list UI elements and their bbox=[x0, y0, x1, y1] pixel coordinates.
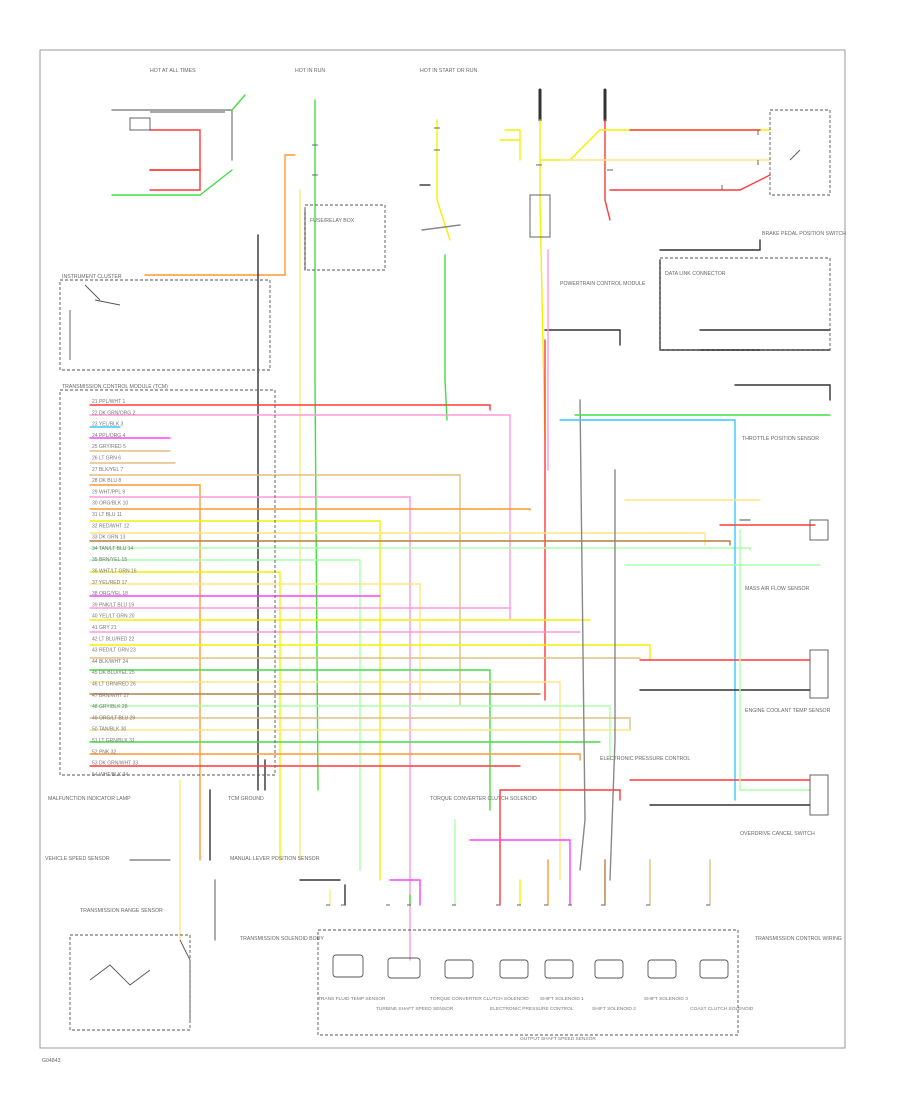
vss-note-label: VEHICLE SPEED SENSOR bbox=[45, 856, 110, 862]
right-connector-b bbox=[809, 774, 829, 816]
connector-ticks bbox=[312, 127, 759, 906]
tcm-pin-label: 36 WHT/LT GRN 16 bbox=[92, 569, 137, 575]
tft-sensor-label: TRANS FLUID TEMP SENSOR bbox=[318, 996, 386, 1002]
tcm-pin-label: 27 BLK/YEL 7 bbox=[92, 467, 123, 473]
tcm-pin-label: 51 LT GRN/BLK 31 bbox=[92, 738, 135, 744]
mil-note-label: MALFUNCTION INDICATOR LAMP bbox=[48, 796, 131, 802]
diagram-frame bbox=[39, 49, 846, 1049]
relay-box bbox=[304, 204, 386, 271]
mlps-note-label: MANUAL LEVER POSITION SENSOR bbox=[230, 856, 320, 862]
tcm-block bbox=[59, 389, 276, 776]
shift-sol-a-label: SHIFT SOLENOID 1 bbox=[540, 996, 584, 1002]
data-link-label: DATA LINK CONNECTOR bbox=[665, 271, 726, 277]
tcm-pin-labels: 21 PPL/WHT 1 22 DK GRN/ORG 2 23 YEL/BLK 3 2… bbox=[92, 399, 138, 778]
tcm-gnd-label: TCM GROUND bbox=[228, 796, 264, 802]
tcm-pin-label: 41 GRY 21 bbox=[92, 625, 117, 631]
maf-sensor-label: MASS AIR FLOW SENSOR bbox=[745, 586, 810, 592]
legend-text: TRANSMISSION CONTROL WIRING bbox=[755, 936, 842, 942]
lamp-box bbox=[129, 117, 151, 131]
tcm-pin-label: 53 DK GRN/WHT 33 bbox=[92, 761, 138, 767]
tcm-pin-label: 43 RED/LT GRN 23 bbox=[92, 648, 136, 654]
hot-in-run-label: HOT IN RUN bbox=[295, 68, 325, 74]
brake-switch-label: BRAKE PEDAL POSITION SWITCH bbox=[762, 231, 846, 237]
right-connector-c bbox=[809, 519, 829, 541]
tcm-pin-label: 48 GRY/BLK 28 bbox=[92, 704, 128, 710]
tcm-pin-label: 54 WHT/BLK 34 bbox=[92, 772, 128, 778]
tcm-pin-label: 30 ORG/BLK 10 bbox=[92, 501, 128, 507]
tcm-pin-label: 38 ORG/YEL 18 bbox=[92, 591, 128, 597]
tp-sensor-label: THROTTLE POSITION SENSOR bbox=[742, 436, 819, 442]
right-module bbox=[659, 257, 831, 351]
tcm-pin-label: 44 BLK/WHT 24 bbox=[92, 659, 128, 665]
solenoid-body-box bbox=[317, 929, 739, 1036]
shift-sol-c-label: SHIFT SOLENOID 3 bbox=[644, 996, 688, 1002]
ect-sensor-label: ENGINE COOLANT TEMP SENSOR bbox=[745, 708, 831, 714]
instrument-cluster-label: INSTRUMENT CLUSTER bbox=[62, 274, 122, 280]
tcm-pin-label: 42 LT BLU/RED 22 bbox=[92, 636, 135, 642]
solenoid-body-label: TRANSMISSION SOLENOID BODY bbox=[240, 936, 324, 942]
range-sensor-box bbox=[69, 934, 191, 1031]
tcm-pin-label: 39 PNK/LT BLU 19 bbox=[92, 602, 134, 608]
epc-label: ELECTRONIC PRESSURE CONTROL bbox=[490, 1006, 574, 1012]
tcm-pin-label: 52 PNK 32 bbox=[92, 749, 116, 755]
tcm-pin-label: 50 TAN/BLK 30 bbox=[92, 727, 126, 733]
tcm-pin-label: 29 WHT/PPL 9 bbox=[92, 489, 125, 495]
tcm-pin-label: 33 DK GRN 13 bbox=[92, 535, 126, 541]
tcm-pin-label: 31 LT BLU 11 bbox=[92, 512, 122, 518]
tcm-pin-label: 21 PPL/WHT 1 bbox=[92, 399, 125, 405]
wire-harness bbox=[89, 88, 831, 961]
tcm-pin-label: 35 BRN/YEL 15 bbox=[92, 557, 127, 563]
tcm-header-label: TRANSMISSION CONTROL MODULE (TCM) bbox=[62, 384, 168, 390]
right-connector-a bbox=[809, 649, 829, 699]
footer-code: G04843 bbox=[42, 1058, 61, 1064]
tcm-pin-label: 47 BRN/WHT 27 bbox=[92, 693, 129, 699]
solenoid-symbols bbox=[332, 954, 729, 979]
tss-label: TURBINE SHAFT SPEED SENSOR bbox=[376, 1006, 454, 1012]
torque-conv-note-label: TORQUE CONVERTER CLUTCH SOLENOID bbox=[430, 796, 537, 802]
oss-label: OUTPUT SHAFT SPEED SENSOR bbox=[520, 1036, 596, 1042]
tr-sensor-label: TRANSMISSION RANGE SENSOR bbox=[80, 908, 163, 914]
tcm-pin-label: 45 DK BLU/YEL 25 bbox=[92, 670, 135, 676]
tcm-pin-label: 37 YEL/RED 17 bbox=[92, 580, 127, 586]
hot-at-all-label: HOT AT ALL TIMES bbox=[150, 68, 196, 74]
torque-conv-label: TORQUE CONVERTER CLUTCH SOLENOID bbox=[430, 996, 529, 1002]
fuse-holder bbox=[529, 194, 551, 238]
components bbox=[59, 109, 831, 1036]
tcm-pin-label: 23 YEL/BLK 3 bbox=[92, 422, 124, 428]
tcm-pin-label: 46 LT GRN/RED 26 bbox=[92, 682, 136, 688]
labels: TRANSMISSION CONTROL MODULE (TCM) INSTRU… bbox=[42, 68, 846, 1064]
tcm-pin-label: 28 DK BLU 8 bbox=[92, 478, 121, 484]
epc-note-label: ELECTRONIC PRESSURE CONTROL bbox=[600, 756, 690, 762]
tcm-pin-label: 34 TAN/LT BLU 14 bbox=[92, 546, 134, 552]
coast-clutch-label: COAST CLUTCH SOLENOID bbox=[690, 1006, 754, 1012]
switch-box bbox=[769, 109, 831, 196]
pcm-note-label: POWERTRAIN CONTROL MODULE bbox=[560, 281, 646, 287]
tcm-pin-label: 22 DK GRN/ORG 2 bbox=[92, 410, 136, 416]
tcm-pin-label: 24 PPL/ORG 4 bbox=[92, 433, 126, 439]
tcm-pin-label: 32 RED/WHT 12 bbox=[92, 523, 129, 529]
instrument-cluster-box bbox=[59, 279, 271, 371]
tcm-pin-label: 40 YEL/LT GRN 20 bbox=[92, 614, 135, 620]
tcm-pin-label: 25 GRY/RED 5 bbox=[92, 444, 126, 450]
hot-in-start-label: HOT IN START OR RUN bbox=[420, 68, 478, 74]
tcm-pin-label: 26 LT GRN 6 bbox=[92, 456, 121, 462]
shift-sol-b-label: SHIFT SOLENOID 2 bbox=[592, 1006, 636, 1012]
fuse-box-label: FUSE/RELAY BOX bbox=[310, 218, 355, 224]
tcm-pin-label: 49 ORG/LT BLU 29 bbox=[92, 715, 135, 721]
od-switch-label: OVERDRIVE CANCEL SWITCH bbox=[740, 831, 815, 837]
